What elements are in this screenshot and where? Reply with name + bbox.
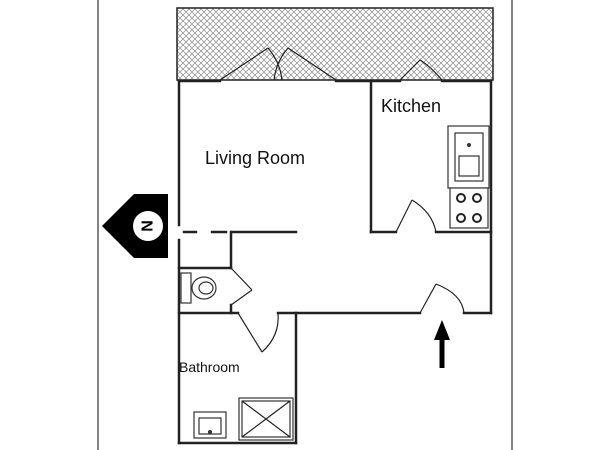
toilet-icon <box>180 272 217 304</box>
entrance-arrow-icon <box>434 320 450 368</box>
balcony <box>176 7 494 81</box>
compass-north-icon: N <box>102 194 168 258</box>
interior-doors <box>230 199 465 353</box>
room-label-kitchen: Kitchen <box>381 96 442 116</box>
room-label-living-room: Living Room <box>205 148 306 168</box>
balcony-doors <box>219 47 443 81</box>
sink-icon <box>447 125 490 189</box>
shower-icon <box>238 397 294 441</box>
bathroom-sink-icon <box>193 411 227 439</box>
compass-letter: N <box>140 220 157 232</box>
stove-icon <box>449 187 489 229</box>
walls <box>177 79 493 445</box>
building-boundary <box>97 0 513 450</box>
room-label-bathroom: Bathroom <box>179 359 240 375</box>
